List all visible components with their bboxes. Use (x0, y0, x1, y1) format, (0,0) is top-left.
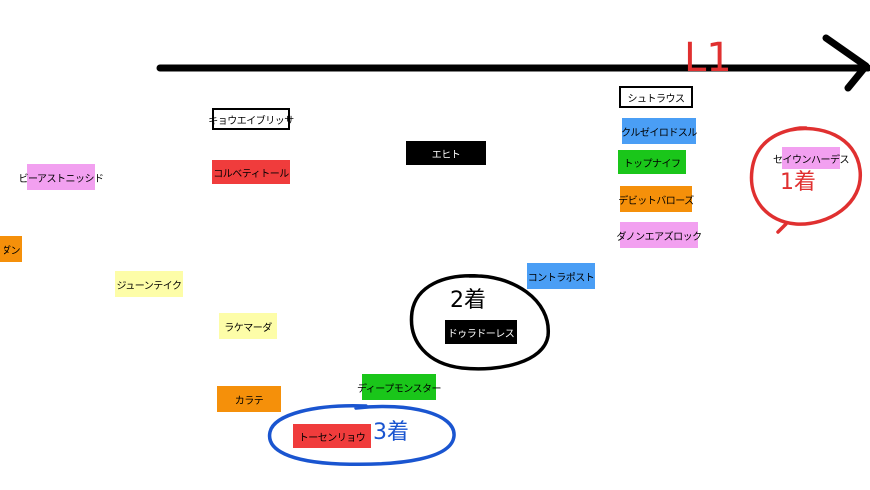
horse-tag: ジューンテイク (115, 271, 183, 297)
horse-tag: ドゥラドーレス (445, 320, 517, 344)
lap-label: L1 (684, 35, 732, 81)
third-place-circle (267, 403, 456, 467)
horse-tag: ビーアストニッシド (18, 164, 104, 190)
first-place-circle (749, 126, 862, 226)
horse-tag: シュトラウス (619, 86, 693, 108)
horse-tag: エヒト (406, 141, 486, 165)
second-place-circle (409, 274, 550, 371)
third-place-label: 3着 (373, 420, 409, 445)
horse-tag: セイウンハーデス (773, 147, 850, 169)
horse-tag: カラテ (217, 386, 281, 412)
horse-tag: ラケマーダ (219, 313, 277, 339)
horse-tag: トップナイフ (618, 150, 686, 174)
horse-tag: コルベティトール (212, 160, 290, 184)
horse-tag: ディープモンスター (357, 374, 442, 400)
direction-arrow-head (822, 34, 870, 92)
horse-tag: クルゼイロドスル (621, 118, 697, 144)
horse-tag: チダン (0, 236, 22, 262)
horse-tag: トーセンリョウ (293, 424, 371, 448)
first-place-label: 1着 (780, 170, 816, 195)
second-place-label: 2着 (450, 288, 486, 313)
horse-tag: ダノンエアズロック (616, 222, 702, 248)
first-place-circle-tail (776, 222, 788, 234)
horse-tag: デビットバローズ (618, 186, 694, 212)
horse-tag: キョウエイブリッサ (208, 108, 294, 130)
horse-tag: コントラポスト (527, 263, 595, 289)
